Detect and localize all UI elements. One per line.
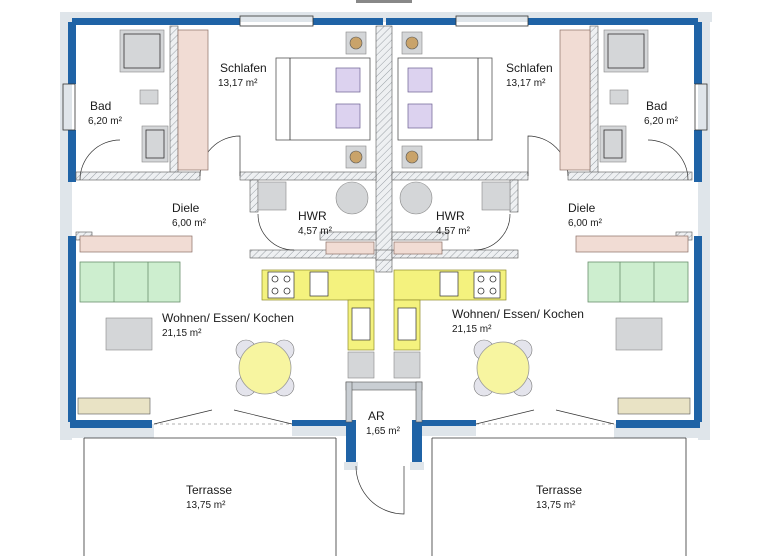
label-hwr-left: HWR xyxy=(298,209,327,223)
party-wall xyxy=(345,25,423,423)
area-terrasse-left: 13,75 m² xyxy=(186,500,226,511)
label-wohnen-left: Wohnen/ Essen/ Kochen xyxy=(162,311,294,325)
area-schlafen-right: 13,17 m² xyxy=(506,78,546,89)
area-terrasse-right: 13,75 m² xyxy=(536,500,576,511)
left-unit-furniture xyxy=(77,29,375,415)
area-hwr-left: 4,57 m² xyxy=(298,226,333,237)
label-bad-right: Bad xyxy=(646,99,667,113)
area-wohnen-left: 21,15 m² xyxy=(162,328,202,339)
area-diele-right: 6,00 m² xyxy=(568,218,603,229)
outer-walls xyxy=(60,0,712,470)
right-unit-furniture xyxy=(393,29,691,415)
label-ar: AR xyxy=(368,409,385,423)
interior-walls xyxy=(75,25,693,515)
label-schlafen-right: Schlafen xyxy=(506,61,553,75)
area-wohnen-right: 21,15 m² xyxy=(452,324,492,335)
area-bad-left: 6,20 m² xyxy=(88,116,123,127)
label-terrasse-right: Terrasse xyxy=(536,483,582,497)
area-ar: 1,65 m² xyxy=(366,426,401,437)
label-diele-left: Diele xyxy=(172,201,200,215)
area-schlafen-left: 13,17 m² xyxy=(218,78,258,89)
label-terrasse-left: Terrasse xyxy=(186,483,232,497)
area-bad-right: 6,20 m² xyxy=(644,116,679,127)
plant-icon xyxy=(345,31,367,169)
terraces xyxy=(83,437,687,556)
label-bad-left: Bad xyxy=(90,99,111,113)
label-diele-right: Diele xyxy=(568,201,596,215)
area-diele-left: 6,00 m² xyxy=(172,218,207,229)
label-wohnen-right: Wohnen/ Essen/ Kochen xyxy=(452,307,584,321)
area-hwr-right: 4,57 m² xyxy=(436,226,471,237)
label-hwr-right: HWR xyxy=(436,209,465,223)
label-schlafen-left: Schlafen xyxy=(220,61,267,75)
room-labels: Schlafen 13,17 m² Bad 6,20 m² Diele 6,00… xyxy=(88,61,679,511)
